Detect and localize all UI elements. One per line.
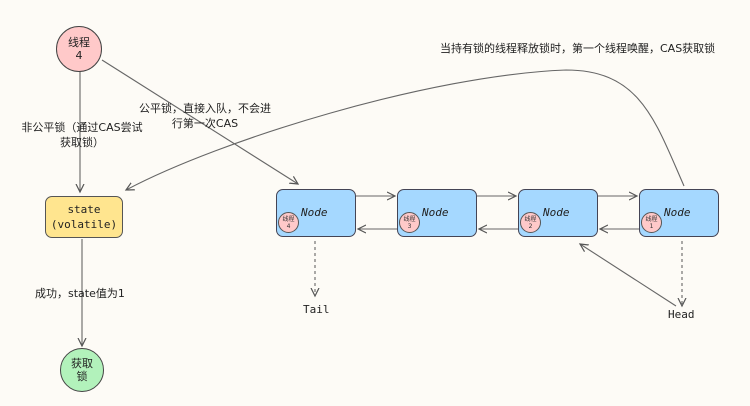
thread4-line1: 线程 [68,36,90,49]
release-label: 当持有锁的线程释放锁时，第一个线程唤醒，CAS获取锁 [440,42,716,55]
node-label: Node [543,206,570,219]
queue-node-thread2: Node 线程 2 [518,189,598,237]
badge-line2: 2 [528,222,533,230]
state-box: state (volatile) [45,196,123,238]
edge-head-to-node2 [580,244,677,307]
acquired-line2: 锁 [76,370,88,383]
tail-label: Tail [303,303,330,316]
node-thread-badge: 线程 2 [520,212,541,233]
fair-lock-label: 公平锁，直接入队，不会进 行第一次CAS [132,101,278,131]
node-label: Node [664,206,691,219]
fair-line1: 公平锁，直接入队，不会进 [139,102,271,115]
queue-node-thread3: Node 线程 3 [397,189,477,237]
badge-line1: 线程 [282,215,295,223]
state-line2: (volatile) [50,218,118,231]
badge-line2: 4 [286,222,291,230]
acquired-lock-circle: 获取 锁 [60,348,104,392]
edge-release-curve [126,69,685,190]
node-thread-badge: 线程 1 [641,212,662,233]
unfair-line2: 获取锁） [60,136,104,149]
badge-line2: 1 [649,222,654,230]
edge-thread4-to-node4 [101,59,298,184]
badge-line1: 线程 [403,215,416,223]
fair-line2: 行第一次CAS [171,117,239,130]
unfair-lock-label: 非公平锁（通过CAS尝试 获取锁） [14,120,150,150]
thread4-line2: 4 [75,49,83,62]
node-thread-badge: 线程 4 [278,212,299,233]
queue-node-thread1: Node 线程 1 [639,189,719,237]
node-label: Node [301,206,328,219]
badge-line2: 3 [407,222,412,230]
badge-line1: 线程 [524,215,537,223]
thread4-circle: 线程 4 [56,26,102,72]
node-label: Node [422,206,449,219]
success-label: 成功，state值为1 [35,287,125,300]
acquired-line1: 获取 [71,357,93,370]
node-thread-badge: 线程 3 [399,212,420,233]
badge-line1: 线程 [645,215,658,223]
state-line1: state [67,203,101,216]
unfair-line1: 非公平锁（通过CAS尝试 [21,121,143,134]
head-label: Head [668,308,695,321]
queue-node-thread4: Node 线程 4 [276,189,356,237]
